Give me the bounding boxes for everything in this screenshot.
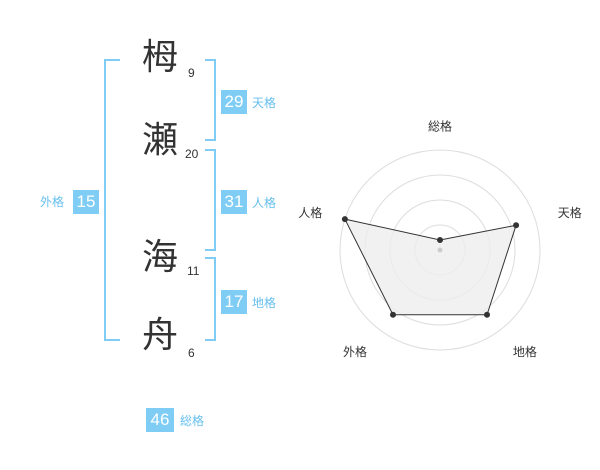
radar-grid-ring xyxy=(339,149,541,351)
radar-point xyxy=(484,311,491,318)
stroke-count-4: 6 xyxy=(188,346,195,360)
gaikaku-badge: 15 xyxy=(73,190,99,214)
name-char-2: 瀬 xyxy=(142,120,179,161)
jinkaku-label: 人格 xyxy=(252,196,277,210)
jinkaku-badge: 31 xyxy=(221,190,247,214)
gaikaku-bracket xyxy=(104,59,120,341)
chikaku-badge: 17 xyxy=(221,290,247,314)
soukaku-label: 総格 xyxy=(180,414,205,428)
radar-axis-label: 人格 xyxy=(298,205,322,220)
tenkaku-badge: 29 xyxy=(221,90,247,114)
radar-axis-label: 天格 xyxy=(558,205,582,220)
radar-series-area xyxy=(343,218,517,316)
chikaku-bracket xyxy=(205,257,216,341)
radar-point xyxy=(437,237,443,243)
radar-point xyxy=(389,311,396,318)
radar-point xyxy=(513,222,520,229)
jinkaku-bracket xyxy=(205,149,216,251)
stroke-count-1: 9 xyxy=(188,66,195,80)
radar-point xyxy=(341,216,348,223)
radar-center xyxy=(437,247,443,253)
name-char-1: 栂 xyxy=(142,37,179,78)
stroke-count-3: 11 xyxy=(187,264,200,278)
name-char-4: 舟 xyxy=(142,315,179,356)
radar-axis-label: 地格 xyxy=(513,344,537,359)
name-char-3: 海 xyxy=(142,237,179,278)
radar-axis-label: 総格 xyxy=(428,118,452,133)
tenkaku-label: 天格 xyxy=(252,96,277,110)
tenkaku-bracket xyxy=(205,59,216,141)
chikaku-label: 地格 xyxy=(252,296,277,310)
radar-axis-label: 外格 xyxy=(343,344,367,359)
gaikaku-label: 外格 xyxy=(40,195,65,209)
stroke-count-2: 20 xyxy=(185,147,199,161)
soukaku-badge: 46 xyxy=(146,408,174,432)
